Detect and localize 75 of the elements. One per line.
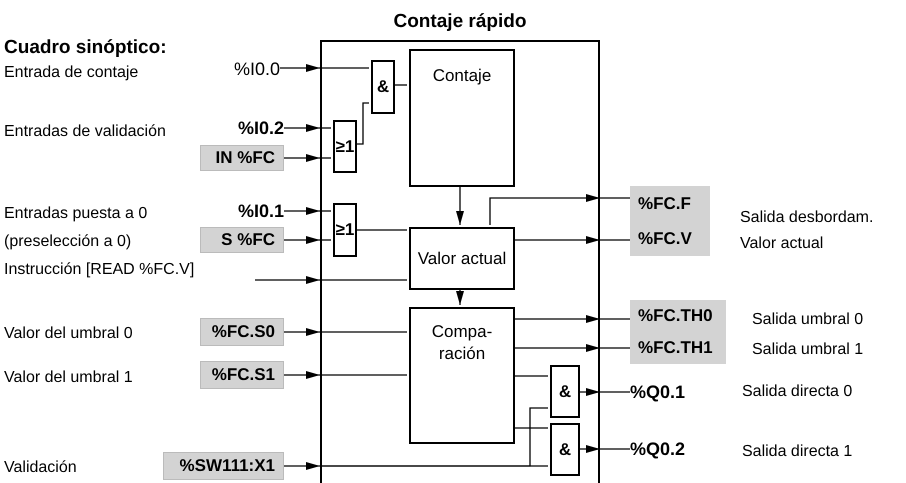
signal-description: Salida umbral 1 (752, 340, 864, 360)
logic-gate: & (371, 60, 395, 114)
signal-line (320, 210, 331, 212)
signal-line (600, 197, 630, 199)
variable-tag: %FC.F (630, 186, 710, 221)
signal-line (355, 102, 369, 145)
signal-line (320, 279, 407, 281)
signal-arrow (456, 288, 464, 305)
variable-tag: %FC.V (630, 221, 710, 256)
signal-arrow (578, 445, 600, 453)
signal-arrow (284, 236, 320, 244)
variable-tag: %FC.TH1 (630, 332, 726, 364)
signal-description: Entradas de validación (4, 122, 166, 142)
signal-description: Instrucción [READ %FC.V] (4, 260, 194, 280)
signal-line (513, 375, 548, 377)
signal-name: %I0.0 (218, 58, 280, 80)
signal-line (320, 331, 407, 333)
variable-tag: S %FC (200, 227, 284, 253)
signal-arrow (284, 371, 320, 379)
signal-arrow (513, 344, 600, 352)
signal-line (600, 347, 630, 349)
signal-arrow (284, 207, 320, 215)
signal-arrow (456, 185, 464, 225)
signal-description: Salida desbordam. (740, 208, 874, 228)
signal-line (513, 427, 548, 429)
signal-description: Entrada de contaje (4, 63, 138, 83)
signal-description: Entradas puesta a 0 (4, 204, 148, 224)
signal-description: Validación (4, 458, 77, 478)
signal-line (600, 239, 630, 241)
signal-line (393, 84, 407, 86)
signal-arrow (280, 64, 320, 72)
signal-arrow (255, 276, 320, 284)
signal-arrow (284, 328, 320, 336)
signal-description: Salida umbral 0 (752, 310, 864, 330)
signal-line (600, 318, 630, 320)
signal-name: %Q0.2 (630, 437, 710, 461)
signal-description: (preselección a 0) (4, 232, 132, 252)
signal-description: Valor actual (740, 234, 824, 254)
signal-line (320, 67, 369, 69)
signal-description: Valor del umbral 0 (4, 324, 133, 344)
signal-line (600, 448, 630, 450)
signal-line (320, 127, 331, 129)
diagram-title: Cuadro sinóptico: (4, 36, 167, 60)
variable-tag: %FC.S0 (200, 318, 284, 346)
logic-gate: ≥1 (333, 120, 357, 173)
signal-description: Valor del umbral 1 (4, 368, 133, 388)
signal-arrow (284, 462, 320, 470)
logic-gate: & (550, 423, 580, 476)
signal-arrow (578, 388, 600, 396)
logic-gate: & (550, 365, 580, 418)
signal-line (320, 465, 548, 467)
signal-arrow (489, 194, 600, 225)
function-box: Contaje (409, 49, 515, 187)
variable-tag: %FC.S1 (200, 361, 284, 389)
block-title: Contaje rápido (392, 10, 528, 34)
signal-line (320, 374, 407, 376)
signal-name: %I0.1 (222, 200, 284, 222)
signal-line (355, 229, 407, 231)
signal-description: Salida directa 1 (742, 442, 852, 462)
signal-name: %I0.2 (222, 117, 284, 139)
signal-line (600, 391, 630, 393)
signal-arrow (513, 236, 600, 244)
signal-line (320, 157, 331, 159)
signal-name: %Q0.1 (630, 380, 710, 404)
variable-tag: %FC.TH0 (630, 300, 726, 332)
logic-gate: ≥1 (333, 203, 357, 257)
signal-line (320, 239, 331, 241)
signal-description: Salida directa 0 (742, 382, 852, 402)
signal-arrow (284, 124, 320, 132)
variable-tag: IN %FC (200, 145, 284, 171)
signal-arrow (284, 154, 320, 162)
function-box: Compa- ración (409, 307, 515, 444)
variable-tag: %SW111:X1 (163, 452, 284, 480)
function-box: Valor actual (409, 227, 515, 290)
signal-arrow (513, 315, 600, 323)
